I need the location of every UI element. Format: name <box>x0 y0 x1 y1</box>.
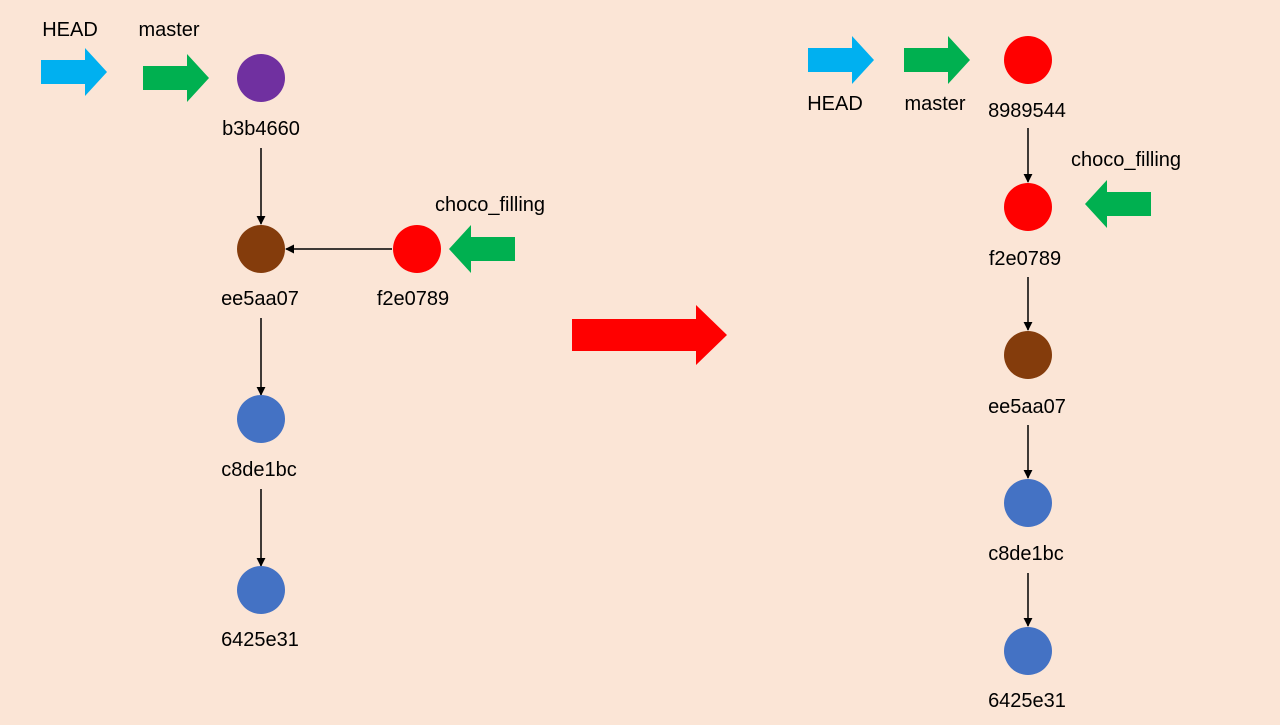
commit-node-b3b4660 <box>237 54 285 102</box>
commit-node-c8de1bc-after <box>1004 479 1052 527</box>
commit-label-b3b4660: b3b4660 <box>222 118 300 140</box>
after-graph: HEAD master choco_filling 8989544 f2e078… <box>807 36 1181 712</box>
commit-label-f2e0789: f2e0789 <box>377 288 449 310</box>
before-graph: HEAD master choco_filling b3b4660 ee5aa0… <box>41 19 545 651</box>
commit-label-f2e0789-after: f2e0789 <box>989 248 1061 270</box>
choco-filling-pointer-arrow-before <box>449 225 515 273</box>
commit-node-f2e0789-after <box>1004 183 1052 231</box>
commit-node-6425e31 <box>237 566 285 614</box>
commit-label-c8de1bc: c8de1bc <box>221 459 297 481</box>
transition-arrow <box>572 305 727 365</box>
commit-node-c8de1bc <box>237 395 285 443</box>
head-label-after: HEAD <box>807 93 863 115</box>
master-pointer-arrow-after <box>904 36 970 84</box>
commit-node-8989544 <box>1004 36 1052 84</box>
commit-node-ee5aa07-after <box>1004 331 1052 379</box>
head-label-before: HEAD <box>42 19 98 41</box>
choco-filling-label-after: choco_filling <box>1071 149 1181 171</box>
master-label-before: master <box>138 19 199 41</box>
commit-node-f2e0789 <box>393 225 441 273</box>
head-pointer-arrow-before <box>41 48 107 96</box>
commit-node-6425e31-after <box>1004 627 1052 675</box>
commit-label-8989544: 8989544 <box>988 100 1066 122</box>
choco-filling-label-before: choco_filling <box>435 194 545 216</box>
commit-label-6425e31: 6425e31 <box>221 629 299 651</box>
commit-label-6425e31-after: 6425e31 <box>988 690 1066 712</box>
master-pointer-arrow-before <box>143 54 209 102</box>
commit-label-ee5aa07-after: ee5aa07 <box>988 396 1066 418</box>
commit-label-ee5aa07: ee5aa07 <box>221 288 299 310</box>
commit-node-ee5aa07 <box>237 225 285 273</box>
head-pointer-arrow-after <box>808 36 874 84</box>
choco-filling-pointer-arrow-after <box>1085 180 1151 228</box>
commit-label-c8de1bc-after: c8de1bc <box>988 543 1064 565</box>
master-label-after: master <box>904 93 965 115</box>
